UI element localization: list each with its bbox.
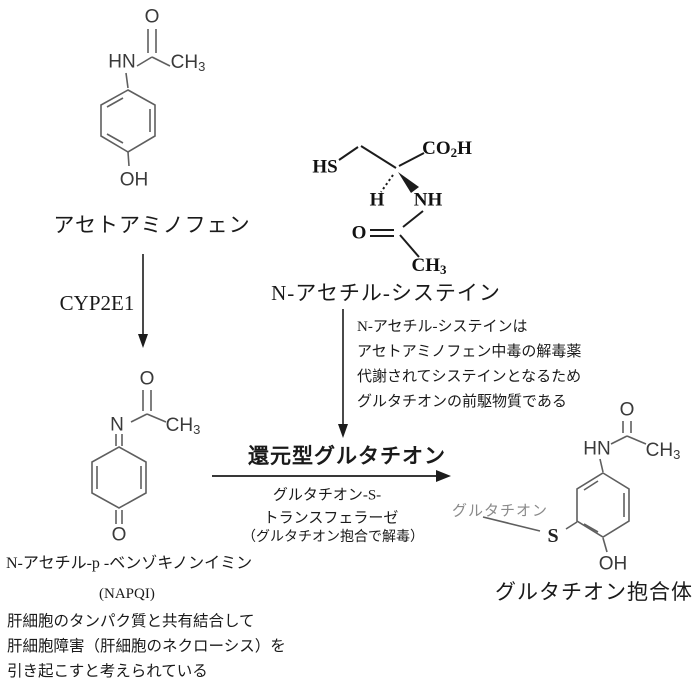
acetaminophen-hn-label: HN <box>108 51 136 73</box>
glutathione-conjugate-name: グルタチオン抱合体 <box>495 579 693 604</box>
napqi-structure <box>91 390 167 524</box>
acetaminophen-oh-label: OH <box>119 169 149 191</box>
gst-label-line3: （グルタチオン抱合で解毒） <box>242 529 424 545</box>
napqi-o-top-label: O <box>139 368 155 390</box>
arrowhead-down-icon <box>138 334 148 348</box>
conjugate-s-label: S <box>547 525 559 547</box>
cyp2e1-enzyme-label: CYP2E1 <box>59 290 135 315</box>
nac-h-label: H <box>369 189 385 211</box>
nac-ch3-label: CH3 <box>411 255 447 277</box>
n-acetyl-cysteine-name: N-アセチル-システイン <box>271 280 501 305</box>
conjugate-glutathione-tag: グルタチオン <box>451 503 549 520</box>
napqi-annotation-line: 引き起こすと考えられている <box>7 663 208 680</box>
napqi-annotation-line: 肝細胞障害（肝細胞のネクローシス）を <box>7 638 286 655</box>
napqi-annotation-line: 肝細胞のタンパク質と共有結合して <box>7 613 255 630</box>
nac-hs-label: HS <box>312 156 338 178</box>
acetaminophen-o-label: O <box>144 6 160 28</box>
nac-annotation-line: N-アセチル-システインは <box>357 319 528 335</box>
arrowhead-right-icon <box>436 470 451 482</box>
cyp2e1-down-arrow <box>138 254 148 348</box>
reaction-right-arrow <box>212 470 451 482</box>
napqi-o-bottom-label: O <box>111 524 127 546</box>
nac-co2h-label: CO2H <box>422 138 472 160</box>
conjugate-ch3-label: CH3 <box>645 440 681 462</box>
reduced-glutathione-label: 還元型グルタチオン <box>248 443 446 468</box>
conjugate-hn-label: HN <box>583 438 611 460</box>
glutathione-conjugate-structure <box>482 421 647 553</box>
nac-annotation: N-アセチル-システインは アセトアミノフェン中毒の解毒薬 代謝されてシステイン… <box>357 315 581 415</box>
nac-annotation-line: グルタチオンの前駆物質である <box>357 394 567 410</box>
conjugate-o-label: O <box>619 399 635 421</box>
napqi-name-line2: (NAPQI) <box>99 586 155 602</box>
n-acetyl-cysteine-structure <box>338 145 425 258</box>
arrowhead-down-icon <box>338 424 348 438</box>
acetaminophen-ch3-label: CH3 <box>170 52 206 74</box>
napqi-ch3-label: CH3 <box>165 415 201 437</box>
napqi-n-label: N <box>110 414 124 436</box>
nac-annotation-line: 代謝されてシステインとなるため <box>357 369 582 385</box>
nac-o-label: O <box>351 222 367 244</box>
napqi-annotation: 肝細胞のタンパク質と共有結合して 肝細胞障害（肝細胞のネクローシス）を 引き起こ… <box>7 609 286 684</box>
gst-label-line2: トランスフェラーゼ <box>263 510 399 527</box>
acetaminophen-name: アセトアミノフェン <box>53 212 251 237</box>
nac-down-arrow <box>338 309 348 438</box>
napqi-name-line1: N-アセチル-p -ベンゾキノンイミン <box>6 555 253 572</box>
nac-nh-label: NH <box>413 189 443 211</box>
conjugate-oh-label: OH <box>598 553 628 575</box>
nac-annotation-line: アセトアミノフェン中毒の解毒薬 <box>357 344 582 360</box>
acetaminophen-structure <box>100 29 171 167</box>
gst-label-line1: グルタチオン-S- <box>272 487 382 504</box>
